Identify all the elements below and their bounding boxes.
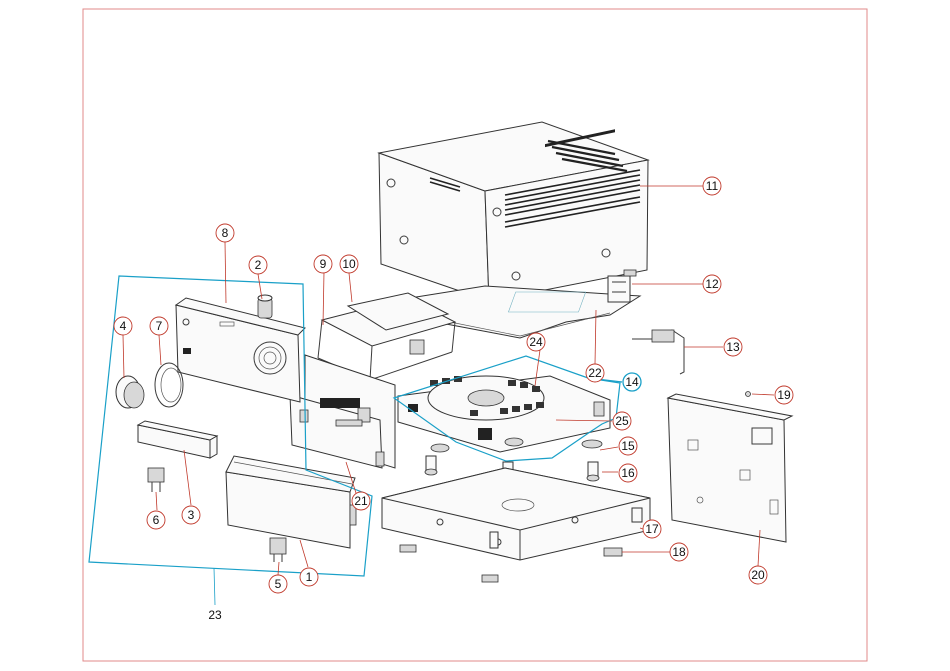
callout-17: 17 [643, 520, 661, 538]
window-bar-3 [138, 421, 217, 458]
callout-9: 9 [314, 255, 332, 273]
callout-23-label: 23 [208, 608, 222, 622]
callout-1: 1 [300, 568, 318, 586]
callout-21: 21 [352, 492, 370, 510]
callout-13: 13 [724, 338, 742, 356]
callout-19: 19 [775, 386, 793, 404]
callout-16: 16 [619, 464, 637, 482]
switch-5 [270, 538, 286, 562]
tray-door-1 [226, 456, 356, 548]
screw-19 [746, 392, 751, 397]
callout-8-label: 8 [222, 226, 229, 240]
cable-13 [632, 330, 684, 374]
callout-8: 8 [216, 224, 234, 242]
callout-22: 22 [586, 364, 604, 382]
pad-15 [582, 440, 602, 448]
callout-20-label: 20 [751, 568, 765, 582]
callout-4-label: 4 [120, 319, 127, 333]
foot-18c [604, 548, 622, 556]
callout-18: 18 [670, 543, 688, 561]
callout-16-label: 16 [621, 466, 635, 480]
ring-7 [155, 363, 183, 407]
pad-15b [431, 444, 449, 452]
callout-12-label: 12 [705, 277, 719, 291]
callout-25-label: 25 [615, 414, 629, 428]
callout-7: 7 [150, 317, 168, 335]
callout-21-label: 21 [354, 494, 368, 508]
chassis-17 [382, 468, 650, 560]
callout-14-label: 14 [625, 375, 639, 389]
callout-19-label: 19 [777, 388, 791, 402]
callout-5: 5 [269, 575, 287, 593]
callout-17-label: 17 [645, 522, 659, 536]
foot-18a [400, 545, 416, 552]
callout-2: 2 [249, 256, 267, 274]
callout-6-label: 6 [153, 513, 160, 527]
callout-2-label: 2 [255, 258, 262, 272]
callout-11-label: 11 [706, 179, 719, 193]
knob-4 [116, 376, 144, 408]
callout-24-label: 24 [529, 335, 543, 349]
front-panel-8 [176, 298, 305, 402]
post-16b [425, 456, 437, 475]
callout-3-label: 3 [188, 508, 195, 522]
callout-7-label: 7 [156, 319, 163, 333]
callout-9-label: 9 [320, 257, 327, 271]
knob-2 [258, 295, 272, 318]
callout-14: 14 [623, 373, 641, 391]
callout-25: 25 [613, 412, 631, 430]
callout-10: 10 [340, 255, 358, 273]
callout-3: 3 [182, 506, 200, 524]
callout-4: 4 [114, 317, 132, 335]
callout-13-label: 13 [726, 340, 740, 354]
callout-15: 15 [619, 437, 637, 455]
callout-6: 6 [147, 511, 165, 529]
callout-23: 23 [208, 608, 222, 622]
callout-1-label: 1 [306, 570, 313, 584]
callout-18-label: 18 [672, 545, 686, 559]
callout-20: 20 [749, 566, 767, 584]
back-panel-20 [668, 394, 792, 542]
callout-24: 24 [527, 333, 545, 351]
callout-11: 11 [703, 177, 721, 195]
button-6 [148, 468, 164, 492]
foot-18b [482, 575, 498, 582]
callout-22-label: 22 [588, 366, 602, 380]
pad-15c [505, 438, 523, 446]
post-16 [587, 462, 599, 481]
callout-12: 12 [703, 275, 721, 293]
top-cover [379, 122, 648, 301]
callout-5-label: 5 [275, 577, 282, 591]
callout-10-label: 10 [342, 257, 356, 271]
callout-15-label: 15 [621, 439, 635, 453]
